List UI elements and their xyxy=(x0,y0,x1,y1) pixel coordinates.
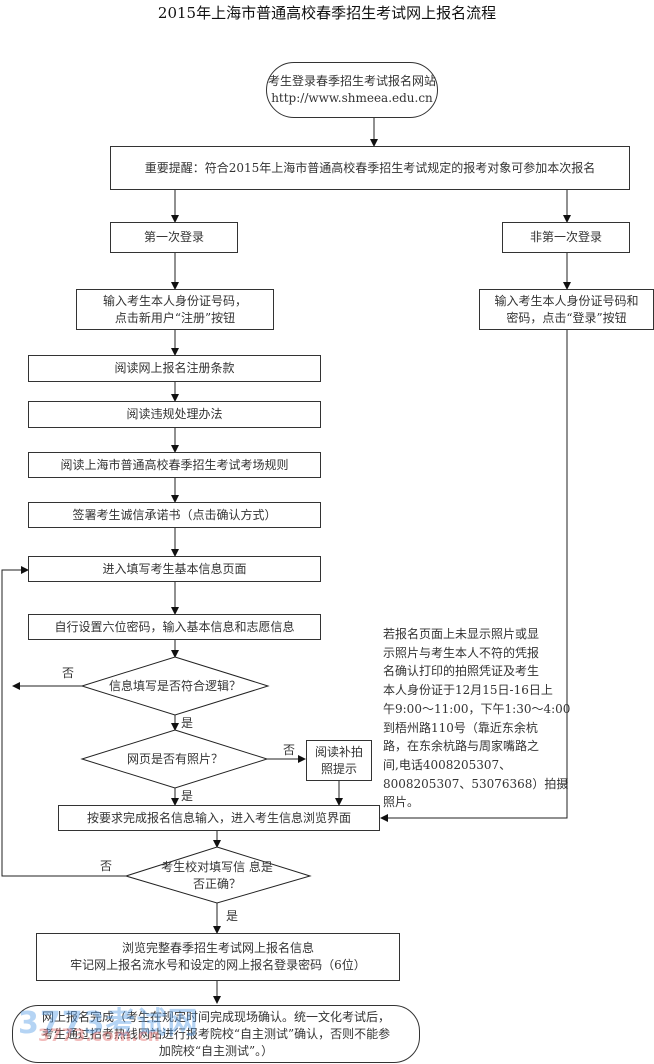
decision-photo: 网页是否有照片？ xyxy=(126,751,223,766)
read-exam-rules-node: 阅读上海市普通高校春季招生考试考场规则 xyxy=(28,452,321,478)
edge-login-complete xyxy=(380,330,568,822)
not-first-login-node: 非第一次登录 xyxy=(502,222,630,253)
read-terms-node: 阅读网上报名注册条款 xyxy=(28,355,321,382)
first-login-node: 第一次登录 xyxy=(110,222,238,253)
reminder-node: 重要提醒：符合2015年上海市普通高校春季招生考试规定的报考对象可参加本次报名 xyxy=(110,146,630,190)
page-title: 2015年上海市普通高校春季招生考试网上报名流程 xyxy=(157,4,497,22)
decision-logic-shape xyxy=(80,656,270,716)
finish-node: 网上报名完成（考生在规定时间完成现场确认。统一文化考试后， 考生通过招考热线网站… xyxy=(12,1005,420,1063)
enter-basic-info-node: 进入填写考生基本信息页面 xyxy=(28,556,321,582)
complete-input-node: 按要求完成报名信息输入，进入考生信息浏览界面 xyxy=(58,805,380,831)
photo-yes-label: 是 xyxy=(181,789,194,803)
read-photo-tip-node: 阅读补拍 照提示 xyxy=(306,740,372,781)
verify-yes-label: 是 xyxy=(226,909,239,923)
login-input-node: 输入考生本人身份证号码和 密码，点击“登录”按钮 xyxy=(479,289,654,330)
start-node: 考生登录春季招生考试报名网站 http://www.shmeea.edu.cn xyxy=(266,62,438,118)
photo-note: 若报名页面上未显示照片或显 示照片与考生本人不符的凭报 名确认打印的拍照凭证及考… xyxy=(383,627,571,810)
verify-no-label: 否 xyxy=(100,859,113,873)
sign-pledge-node: 签署考生诚信承诺书（点击确认方式） xyxy=(28,502,321,528)
start-text: 考生登录春季招生考试报名网站 xyxy=(267,74,436,88)
set-password-node: 自行设置六位密码，输入基本信息和志愿信息 xyxy=(28,614,321,640)
register-input-node: 输入考生本人身份证号码， 点击新用户“注册”按钮 xyxy=(76,289,274,330)
decision-photo-shape xyxy=(80,729,269,789)
decision-logic: 信息填写是否符合逻辑？ xyxy=(108,678,241,693)
start-url: http://www.shmeea.edu.cn xyxy=(271,91,433,105)
photo-no-label: 否 xyxy=(283,743,296,757)
read-violation-node: 阅读违规处理办法 xyxy=(28,401,321,428)
logic-no-label: 否 xyxy=(62,666,75,680)
edge-verify-loop xyxy=(1,566,126,877)
decision-verify-shape xyxy=(124,846,312,904)
decision-verify: 考生校对填写信 息是否正确？ xyxy=(161,860,273,891)
logic-yes-label: 是 xyxy=(181,716,194,730)
browse-info-node: 浏览完整春季招生考试网上报名信息 牢记网上报名流水号和设定的网上报名登录密码（6… xyxy=(36,933,400,981)
